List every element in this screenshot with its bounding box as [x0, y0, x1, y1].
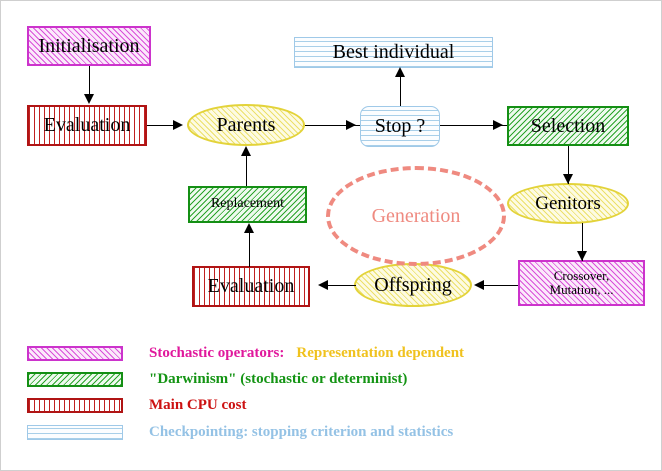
arrowhead-replacement-to-parents	[241, 146, 251, 156]
legend-row-main-cpu-cost: Main CPU cost	[27, 395, 247, 415]
edge-evaluation-to-parents	[147, 125, 180, 126]
legend-swatch-red-vertical	[27, 397, 123, 413]
legend-label-darwinism: "Darwinism" (stochastic or determinist)	[149, 370, 408, 387]
edge-stop-to-best-individual	[400, 69, 401, 106]
node-offspring-label: Offspring	[374, 273, 452, 296]
edge-crossover-to-offspring	[479, 285, 518, 286]
node-crossover-line1: Crossover,	[553, 268, 610, 284]
legend-row-stochastic-operators: Stochastic operators: Representation dep…	[27, 343, 464, 363]
edge-stop-to-selection	[440, 125, 507, 126]
arrowhead-evaluation-to-parents	[173, 120, 183, 130]
node-generation-group: Generation	[326, 166, 506, 266]
arrowhead-crossover-to-offspring	[474, 280, 484, 290]
legend-label-representation-dependent: Representation dependent	[296, 344, 465, 361]
arrowhead-offspring-to-evaluation	[318, 280, 328, 290]
node-genitors-label: Genitors	[535, 192, 601, 214]
node-initialisation-label: Initialisation	[38, 34, 140, 57]
node-stop-label: Stop ?	[374, 115, 426, 137]
node-replacement-label: Replacement	[210, 196, 285, 212]
legend-swatch-blue-horizontal	[27, 424, 123, 440]
arrowhead-stop-to-selection	[493, 120, 503, 130]
legend-label-stochastic-operators: Stochastic operators:	[149, 344, 285, 361]
arrowhead-stop-to-best-individual	[395, 67, 405, 77]
node-replacement[interactable]: Replacement	[188, 186, 307, 223]
legend-swatch-green-hatch	[27, 371, 123, 387]
arrowhead-initialisation-to-evaluation	[84, 94, 94, 104]
node-initialisation[interactable]: Initialisation	[27, 26, 151, 66]
legend-label-main-cpu-cost: Main CPU cost	[149, 396, 247, 413]
arrowhead-parents-to-stop	[346, 120, 356, 130]
edge-evaluation-to-replacement	[249, 225, 250, 267]
edge-genitors-to-crossover	[582, 223, 583, 261]
legend-swatch-magenta-hatch	[27, 345, 123, 361]
node-best-individual-label: Best individual	[332, 41, 455, 63]
edge-initialisation-to-evaluation	[89, 66, 90, 96]
edge-replacement-to-parents	[246, 148, 247, 186]
node-evaluation-bottom[interactable]: Evaluation	[192, 266, 310, 307]
node-offspring[interactable]: Offspring	[354, 263, 472, 307]
edge-parents-to-stop	[305, 125, 360, 126]
edge-selection-to-genitors	[568, 146, 569, 184]
node-selection-label: Selection	[530, 114, 606, 137]
legend-row-checkpointing: Checkpointing: stopping criterion and st…	[27, 422, 453, 442]
edge-offspring-to-evaluation	[326, 285, 356, 286]
node-evaluation-top-label: Evaluation	[43, 114, 131, 136]
arrowhead-genitors-to-crossover	[577, 251, 587, 261]
node-stop[interactable]: Stop ?	[360, 106, 440, 147]
node-selection[interactable]: Selection	[507, 106, 629, 146]
legend-label-checkpointing: Checkpointing: stopping criterion and st…	[149, 423, 454, 440]
node-parents[interactable]: Parents	[187, 104, 305, 146]
legend-row-darwinism: "Darwinism" (stochastic or determinist)	[27, 369, 407, 389]
node-evaluation-bottom-label: Evaluation	[207, 275, 295, 297]
node-genitors[interactable]: Genitors	[507, 183, 629, 224]
node-parents-label: Parents	[216, 113, 276, 136]
node-generation-label: Generation	[371, 204, 461, 227]
node-best-individual[interactable]: Best individual	[294, 37, 493, 68]
node-crossover-line2: Mutation, ...	[549, 282, 614, 297]
node-crossover-mutation[interactable]: Crossover, Mutation, ...	[518, 260, 645, 306]
node-evaluation-top[interactable]: Evaluation	[27, 105, 147, 146]
arrowhead-selection-to-genitors	[563, 174, 573, 184]
arrowhead-evaluation-to-replacement	[244, 223, 254, 233]
